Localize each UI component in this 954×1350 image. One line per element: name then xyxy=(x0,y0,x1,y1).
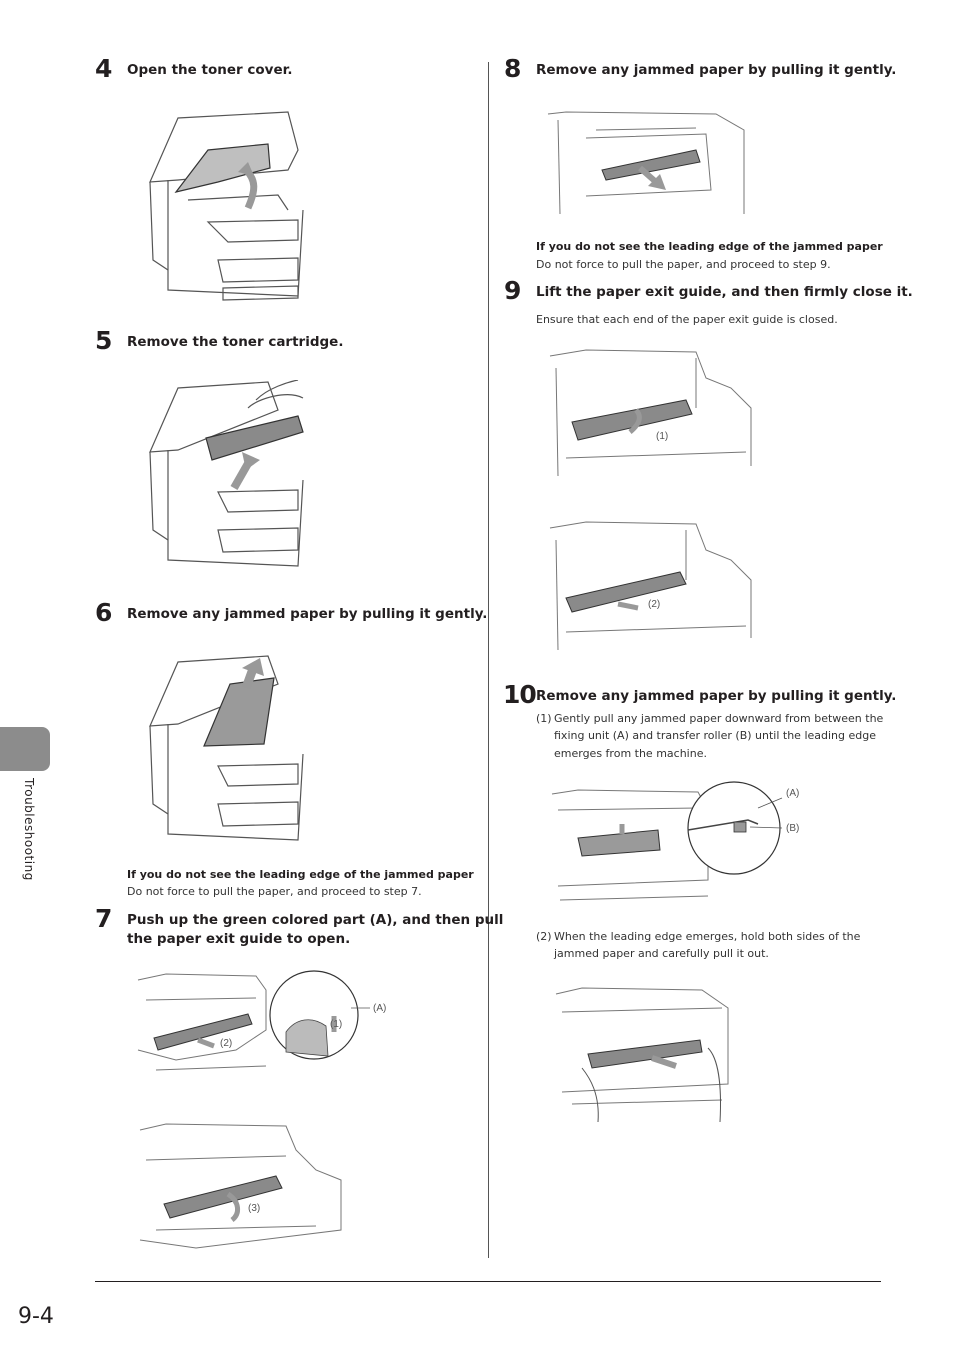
callout-1: (1) xyxy=(330,1019,342,1030)
callout-10-a: (A) xyxy=(786,788,799,799)
step-9-subtext: Ensure that each end of the paper exit g… xyxy=(536,313,838,326)
step-10-sub1-line1: Gently pull any jammed paper downward fr… xyxy=(554,712,884,725)
fixing-area-pull-paper-illustration xyxy=(547,111,745,215)
column-divider xyxy=(488,62,489,1258)
footer-rule xyxy=(95,1281,881,1282)
printer-open-cover-illustration xyxy=(149,111,304,301)
fixing-unit-transfer-roller-illustration: (A) (B) xyxy=(551,781,799,901)
printer-pull-paper-illustration xyxy=(149,655,304,841)
callout-2: (2) xyxy=(220,1038,232,1049)
page-number: 9-4 xyxy=(18,1304,54,1329)
step-6-note-text: Do not force to pull the paper, and proc… xyxy=(127,885,422,898)
callout-9-2: (2) xyxy=(648,599,660,610)
step-10-sub1-marker: (1) xyxy=(536,712,552,725)
step-8-note-text: Do not force to pull the paper, and proc… xyxy=(536,258,831,271)
step-7-title-line1: Push up the green colored part (A), and … xyxy=(127,912,504,928)
step-9-number: 9 xyxy=(504,276,521,305)
step-8-note-heading: If you do not see the leading edge of th… xyxy=(536,240,883,253)
step-9-title: Lift the paper exit guide, and then firm… xyxy=(536,284,913,300)
chapter-tab xyxy=(0,727,50,771)
step-8-number: 8 xyxy=(504,54,521,83)
exit-guide-lift-illustration: (1) xyxy=(549,349,752,477)
step-8-title: Remove any jammed paper by pulling it ge… xyxy=(536,62,897,78)
step-10-number: 10 xyxy=(503,680,537,709)
step-6-note-heading: If you do not see the leading edge of th… xyxy=(127,868,474,881)
chapter-label: Troubleshooting xyxy=(22,778,36,881)
printer-remove-toner-illustration xyxy=(149,380,304,567)
exit-guide-open-illustration: (A) (1) (2) xyxy=(137,970,386,1071)
step-10-sub2-line1: When the leading edge emerges, hold both… xyxy=(554,930,861,943)
step-10-sub1-line3: emerges from the machine. xyxy=(554,747,707,760)
pull-paper-both-hands-illustration xyxy=(555,987,729,1123)
step-10-sub1-line2: fixing unit (A) and transfer roller (B) … xyxy=(554,729,876,742)
step-4-number: 4 xyxy=(95,54,112,83)
step-10-sub2-line2: jammed paper and carefully pull it out. xyxy=(554,947,769,960)
callout-a: (A) xyxy=(373,1003,386,1014)
callout-3: (3) xyxy=(248,1203,260,1214)
exit-guide-rotate-illustration: (3) xyxy=(139,1123,342,1249)
step-6-title: Remove any jammed paper by pulling it ge… xyxy=(127,606,488,622)
step-7-number: 7 xyxy=(95,904,112,933)
step-7-title-line2: the paper exit guide to open. xyxy=(127,931,351,947)
step-10-sub2-marker: (2) xyxy=(536,930,552,943)
step-5-title: Remove the toner cartridge. xyxy=(127,334,344,350)
exit-guide-close-illustration: (2) xyxy=(549,521,752,651)
callout-10-b: (B) xyxy=(786,823,799,834)
step-6-number: 6 xyxy=(95,598,112,627)
step-4-title: Open the toner cover. xyxy=(127,62,293,78)
step-5-number: 5 xyxy=(95,326,112,355)
step-10-title: Remove any jammed paper by pulling it ge… xyxy=(536,688,897,704)
callout-9-1: (1) xyxy=(656,431,668,442)
